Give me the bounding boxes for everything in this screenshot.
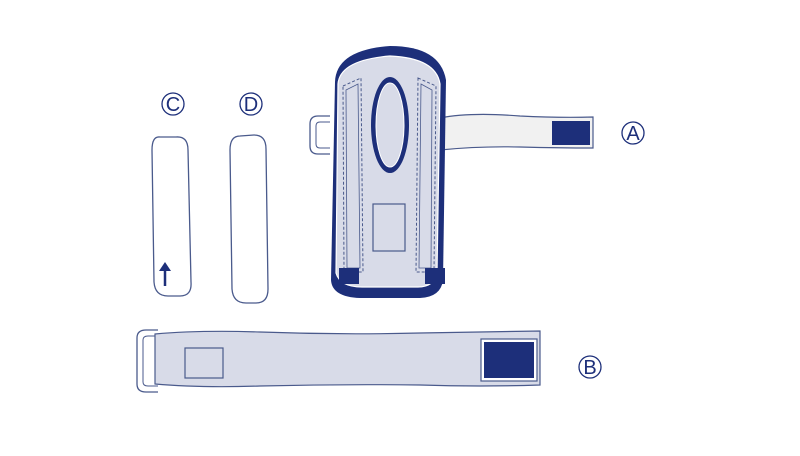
stay-c-outline [151, 136, 192, 297]
brace-bottom-tab-left [339, 268, 359, 284]
brace-bottom-tab-right [425, 268, 445, 284]
label-a: A [621, 121, 645, 145]
label-b-text: B [583, 357, 596, 379]
stay-c [151, 136, 192, 297]
brace-strap-velcro-pad [552, 121, 590, 145]
strap-buckle [136, 329, 158, 393]
label-d-text: D [244, 94, 258, 116]
stay-d-outline [229, 134, 269, 304]
label-c-text: C [166, 94, 180, 116]
label-a-text: A [626, 123, 640, 145]
stay-d [229, 134, 269, 304]
label-d: D [239, 92, 263, 116]
up-arrow-icon [159, 262, 171, 286]
label-c: C [161, 92, 185, 116]
label-b: B [578, 355, 602, 379]
brace-side-ring [309, 115, 330, 155]
strap-band [154, 330, 541, 388]
brace-label-patch [372, 203, 406, 252]
brace-body [309, 46, 594, 298]
strap [136, 329, 541, 393]
strap-label-patch [184, 347, 224, 379]
